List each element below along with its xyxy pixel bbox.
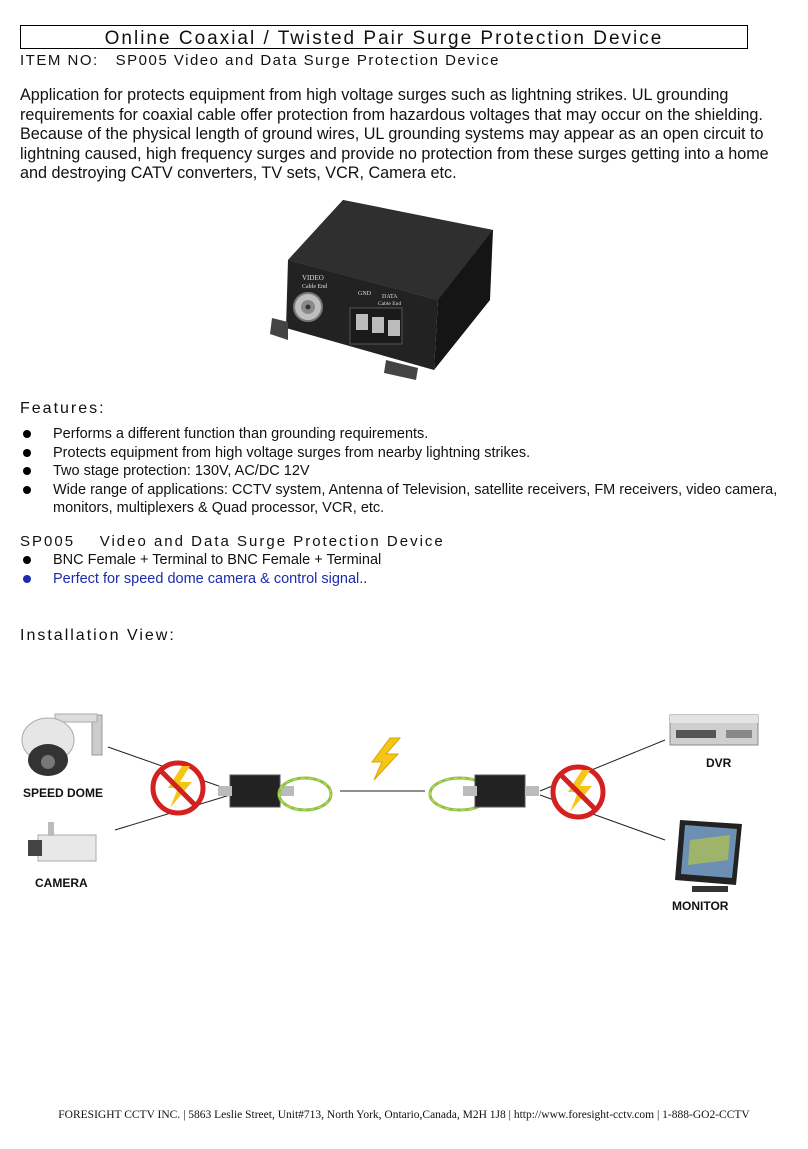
title-box: Online Coaxial / Twisted Pair Surge Prot… — [20, 25, 748, 49]
sp005-list: BNC Female + Terminal to BNC Female + Te… — [20, 551, 790, 588]
label-speed-dome: SPEED DOME — [23, 786, 104, 800]
label-video-sub: Cable End — [302, 284, 327, 290]
product-photo: VIDEO Cable End GND DATA Cable End — [270, 200, 493, 380]
list-item: Performs a different function than groun… — [20, 425, 790, 444]
monitor-icon — [675, 820, 742, 892]
bullet-icon — [23, 574, 31, 583]
list-item: Two stage protection: 130V, AC/DC 12V — [20, 462, 790, 481]
bullet-icon — [23, 430, 31, 438]
label-data-sub: Cable End — [378, 301, 401, 307]
label-video: VIDEO — [302, 274, 324, 282]
label-gnd: GND — [358, 291, 372, 297]
speed-dome-icon — [21, 713, 103, 776]
surge-device-left-icon — [218, 774, 333, 812]
dvr-icon — [669, 714, 759, 746]
installation-svg — [21, 713, 759, 892]
list-item: Wide range of applications: CCTV system,… — [20, 481, 790, 518]
bullet-icon — [23, 485, 31, 494]
installation-heading: Installation View: — [20, 627, 176, 644]
label-dvr: DVR — [706, 756, 732, 770]
installation-diagram: SPEED DOME CAMERA DVR MONITOR — [20, 700, 780, 920]
bullet-icon — [23, 448, 31, 457]
item-number: ITEM NO: SP005 Video and Data Surge Prot… — [20, 52, 500, 69]
footer: FORESIGHT CCTV INC. | 5863 Leslie Street… — [58, 1109, 750, 1121]
bullet-icon — [23, 556, 31, 564]
list-item: BNC Female + Terminal to BNC Female + Te… — [20, 551, 790, 570]
list-item-highlight: Perfect for speed dome camera & control … — [20, 570, 790, 589]
features-heading: Features: — [20, 400, 106, 417]
no-lightning-right-icon — [550, 764, 606, 820]
label-data: DATA — [382, 294, 398, 300]
lightning-icon — [371, 737, 402, 781]
list-item: Protects equipment from high voltage sur… — [20, 444, 790, 463]
sp005-heading: SP005 Video and Data Surge Protection De… — [20, 533, 445, 550]
page-title: Online Coaxial / Twisted Pair Surge Prot… — [104, 28, 664, 49]
intro-paragraph: Application for protects equipment from … — [20, 86, 769, 182]
no-lightning-left-icon — [150, 760, 206, 816]
surge-device-right-icon — [428, 774, 539, 812]
bullet-icon — [23, 467, 31, 475]
label-monitor: MONITOR — [672, 899, 729, 913]
features-list: Performs a different function than groun… — [20, 425, 790, 518]
label-camera: CAMERA — [35, 876, 88, 890]
camera-icon — [28, 822, 97, 862]
